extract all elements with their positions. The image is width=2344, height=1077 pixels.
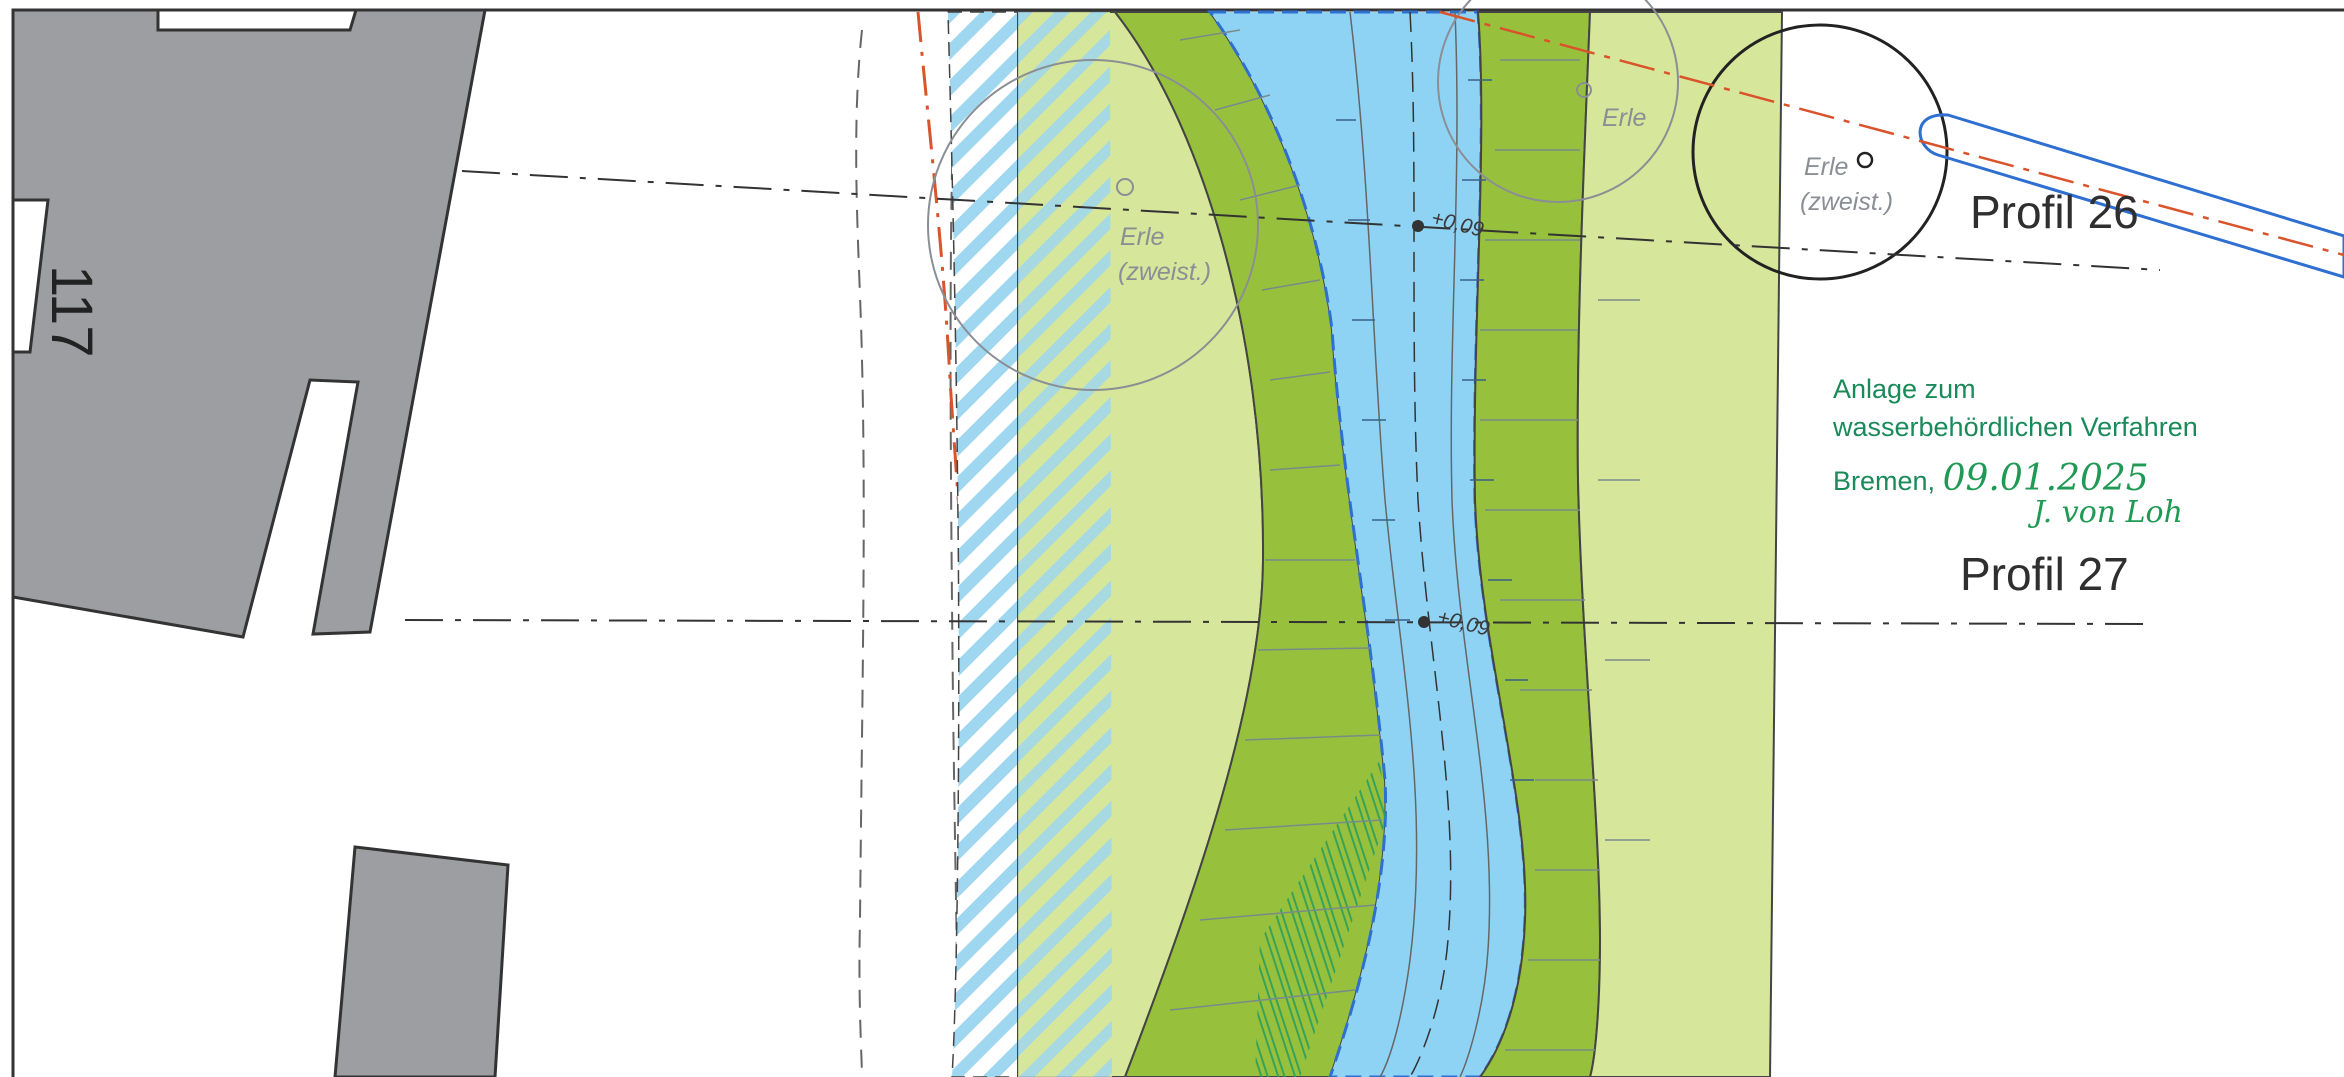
hatched-strip — [947, 11, 1019, 1077]
stamp-city: Bremen, — [1833, 466, 1936, 496]
building-number: 117 — [39, 265, 104, 357]
bank-hatch-overlay — [1018, 12, 1112, 1077]
tree-label-name: Erle — [1120, 223, 1164, 251]
profile-label-26: Profil 26 — [1970, 186, 2139, 238]
stamp-signature: J. von Loh — [2033, 495, 2183, 530]
dashed-path-line — [855, 29, 865, 1077]
building-117 — [11, 8, 487, 639]
stamp-place-date: Bremen, 09.01.2025 — [1833, 460, 2198, 500]
profile-label-27: Profil 27 — [1960, 548, 2129, 600]
tree-label-note: (zweist.) — [1800, 188, 1893, 216]
water-centerline — [1409, 11, 1452, 1077]
dashed-path-line — [949, 11, 959, 1077]
stamp-line-1: Anlage zum — [1833, 374, 1976, 404]
stamp-line-2: wasserbehördlichen Verfahren — [1833, 412, 2198, 442]
tree-canopy — [1437, 0, 1679, 203]
tree-label-name: Erle — [1602, 104, 1646, 132]
bank-light-right — [1576, 11, 1784, 1077]
tree-trunk — [1576, 82, 1592, 98]
tree-label-note: (zweist.) — [1118, 258, 1211, 286]
water-contour — [1450, 11, 1491, 1077]
tree-label-name: Erle — [1804, 153, 1848, 181]
water-hachures — [1336, 79, 1534, 781]
water-contour — [1349, 11, 1418, 1077]
stamp-date: 09.01.2025 — [1942, 458, 2149, 499]
pipe-corridor — [1918, 113, 2344, 279]
tree-canopy — [927, 59, 1259, 391]
profile-line-27 — [404, 619, 2153, 625]
approval-stamp: Anlage zum wasserbehördlichen Verfahren … — [1833, 370, 2198, 532]
profile-point-26 — [1412, 220, 1424, 232]
building-small — [333, 845, 510, 1077]
tree-trunk — [1856, 151, 1874, 169]
tree-canopy — [1691, 23, 1949, 281]
slope-hachures — [1169, 29, 1650, 1051]
tree-trunk — [1116, 178, 1134, 196]
pipe-axis-red — [1439, 10, 2344, 257]
profile-point-27 — [1418, 616, 1430, 628]
profile-line-26 — [461, 170, 2161, 271]
